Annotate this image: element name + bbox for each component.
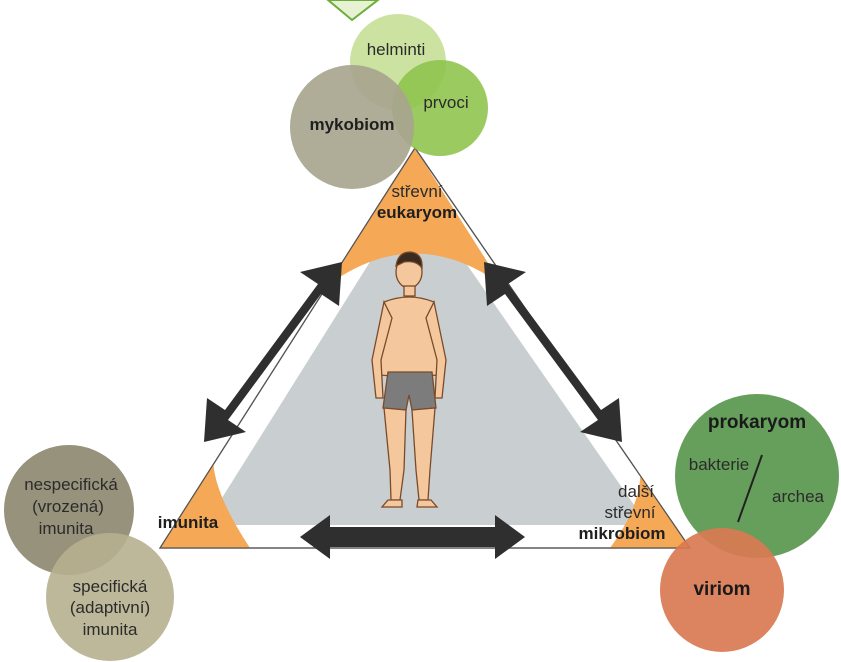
left-corner-label: imunita xyxy=(158,513,219,532)
prvoci-label: prvoci xyxy=(423,93,468,112)
archea-label: archea xyxy=(772,487,825,506)
bakterie-label: bakterie xyxy=(689,455,749,474)
mykobiom-label: mykobiom xyxy=(309,115,394,134)
specificka-label-3: imunita xyxy=(83,620,138,639)
top-corner-label-2: eukaryom xyxy=(377,203,457,222)
right-corner-label-2: střevní xyxy=(604,503,655,522)
specificka-circle xyxy=(46,533,174,661)
nespecificka-label-3: imunita xyxy=(39,519,94,538)
specificka-label-2: (adaptivní) xyxy=(70,598,150,617)
top-cropped-triangle xyxy=(328,0,378,20)
nespecificka-label-2: (vrozená) xyxy=(32,497,104,516)
nespecificka-label-1: nespecifická xyxy=(24,475,118,494)
viriom-label: viriom xyxy=(693,579,750,600)
specificka-label-1: specifická xyxy=(73,577,148,596)
prokaryom-label: prokaryom xyxy=(708,412,806,433)
right-corner-label-3: mikrobiom xyxy=(579,524,666,543)
top-corner-label-1: střevní xyxy=(391,182,442,201)
right-corner-label-1: další xyxy=(618,482,654,501)
helminti-label: helminti xyxy=(367,40,426,59)
